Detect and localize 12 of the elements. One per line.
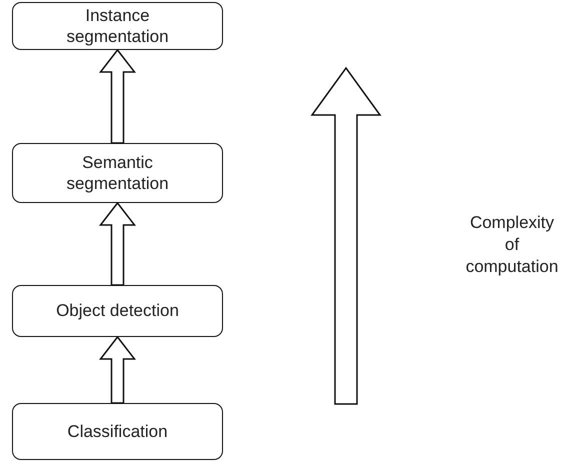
hollow-arrow — [98, 336, 136, 404]
process-box — [12, 285, 223, 337]
hollow-arrow — [98, 48, 136, 144]
axis-caption: Complexity of computation — [464, 212, 560, 278]
node-label: Semantic segmentation — [65, 152, 170, 194]
process-box — [12, 2, 223, 50]
node-label: Object detection — [56, 300, 179, 322]
process-box — [12, 403, 223, 460]
hollow-arrow — [98, 202, 136, 286]
process-box — [12, 143, 223, 203]
node-label: Classification — [67, 420, 168, 442]
node-label: Instance segmentation — [65, 4, 170, 48]
